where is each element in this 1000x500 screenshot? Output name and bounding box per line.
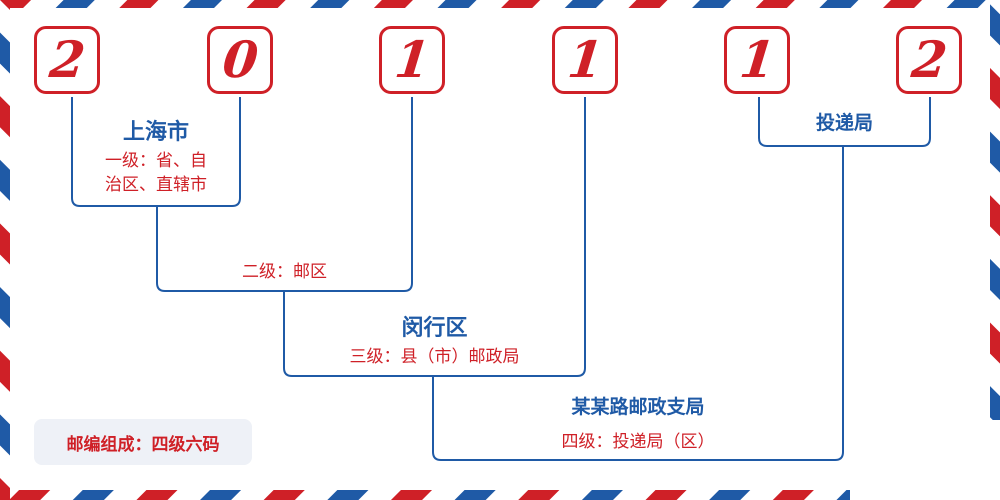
digit-4: 1 xyxy=(564,30,606,89)
county-name: 闵行区 xyxy=(401,315,468,341)
province-name: 上海市 xyxy=(122,119,189,145)
composition-tag: 邮编组成：四级六码 xyxy=(34,419,252,465)
digit-box-1: 2 xyxy=(34,26,100,94)
digit-box-2: 0 xyxy=(207,26,273,94)
province-level-line2: 治区、直辖市 xyxy=(105,175,207,195)
digit-box-5: 1 xyxy=(724,26,790,94)
digit-5: 1 xyxy=(736,30,778,89)
digit-1: 2 xyxy=(46,30,88,89)
digit-2: 0 xyxy=(219,30,261,89)
bracket-office xyxy=(432,146,844,461)
bracket-county xyxy=(283,97,586,377)
top-stripe xyxy=(0,0,1000,8)
corner-patch xyxy=(850,420,1000,500)
county-level: 三级：县（市）邮政局 xyxy=(349,347,520,367)
digit-box-4: 1 xyxy=(552,26,618,94)
district-level: 二级：邮区 xyxy=(242,262,327,282)
province-level-line1: 一级：省、自 xyxy=(105,151,207,171)
digit-box-3: 1 xyxy=(379,26,445,94)
right-stripe xyxy=(990,0,1000,420)
digit-6: 2 xyxy=(908,30,950,89)
delivery-name: 投递局 xyxy=(815,112,873,134)
digit-box-6: 2 xyxy=(896,26,962,94)
bracket-delivery xyxy=(758,97,931,147)
bottom-stripe xyxy=(0,490,1000,500)
office-name: 某某路邮政支局 xyxy=(571,396,705,418)
left-stripe xyxy=(0,0,10,500)
digit-3: 1 xyxy=(391,30,433,89)
office-level: 四级：投递局（区） xyxy=(561,432,715,452)
